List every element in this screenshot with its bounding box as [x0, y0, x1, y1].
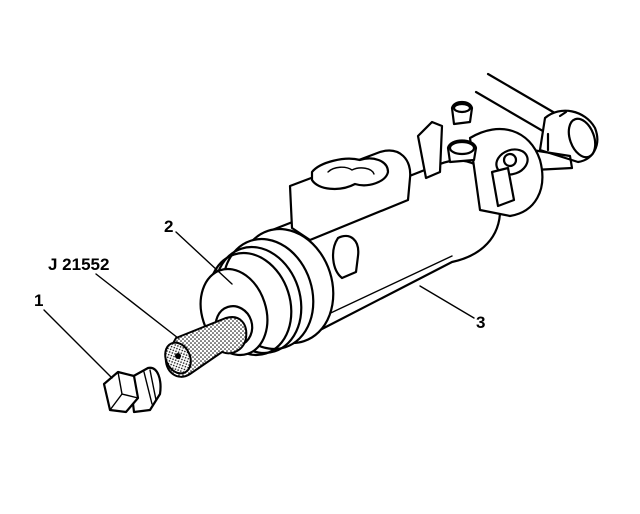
callout-2: 2	[164, 217, 173, 236]
leader-lines	[43, 231, 475, 379]
outlet-pipe	[474, 72, 599, 172]
tool-j21552	[164, 316, 248, 378]
callout-3: 3	[476, 313, 485, 332]
callout-1: 1	[34, 291, 43, 310]
plug-item-1	[102, 366, 162, 414]
callout-tool-j21552: J 21552	[48, 255, 109, 274]
